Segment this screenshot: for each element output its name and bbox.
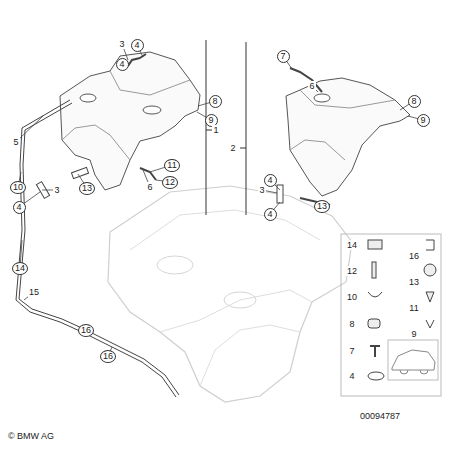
callout-number: 10	[346, 292, 358, 302]
tank-opening	[157, 256, 193, 274]
callout-number: 14	[15, 264, 25, 273]
car-thumbnail-frame	[388, 340, 438, 380]
callout-number: 9	[420, 116, 425, 125]
vent-hose	[290, 68, 322, 92]
callout-circle: 13	[314, 200, 330, 213]
callout-number: 5	[12, 137, 19, 147]
callout-circle: 10	[10, 181, 26, 194]
callout-number: 6	[146, 182, 153, 192]
fuel-tank	[108, 186, 352, 402]
callout-number: 10	[13, 183, 23, 192]
callout-circle: 9	[417, 114, 430, 127]
saddle-tank-left	[60, 52, 200, 190]
callout-circle: 8	[408, 95, 421, 108]
fuel-line	[16, 100, 176, 397]
callout-circle: 8	[209, 95, 222, 108]
parts-grid-frame	[341, 234, 441, 396]
callout-number: 12	[165, 178, 175, 187]
callout-number: 8	[212, 97, 217, 106]
callout-number: 8	[411, 97, 416, 106]
tank-opening	[224, 292, 256, 308]
vent-hose	[128, 54, 146, 66]
copyright-note: © BMW AG	[7, 431, 55, 441]
callout-circle: 13	[79, 182, 95, 195]
callout-number: 7	[280, 52, 285, 61]
callout-number: 4	[16, 203, 21, 212]
callout-number: 7	[348, 346, 355, 356]
group-bracket	[206, 40, 212, 215]
callout-number: 12	[346, 266, 358, 276]
callout-number: 8	[348, 319, 355, 329]
copyright-note: 00094787	[359, 411, 401, 421]
saddle-tank-edge	[290, 90, 395, 160]
callout-number: 4	[119, 60, 124, 69]
callout-number: 15	[28, 287, 40, 297]
callout-number: 4	[348, 371, 355, 381]
fuel-line	[19, 103, 179, 395]
callout-number: 6	[308, 81, 315, 91]
tank-opening	[80, 94, 96, 102]
callout-number: 13	[317, 202, 327, 211]
leader-line	[16, 115, 44, 142]
callout-circle: 4	[264, 208, 277, 221]
callout-number: 3	[118, 39, 125, 49]
callout-number: 3	[53, 185, 60, 195]
callout-circle: 11	[164, 159, 179, 172]
callout-number: 9	[208, 116, 213, 125]
callout-number: 16	[103, 352, 113, 361]
callout-circle: 4	[131, 39, 144, 52]
callout-number: 1	[212, 125, 219, 135]
tank-opening	[143, 106, 161, 114]
callout-number: 3	[258, 185, 265, 195]
callout-number: 16	[81, 326, 91, 335]
callout-number: 11	[408, 303, 419, 313]
callout-number: 9	[410, 329, 417, 339]
car-thumbnail	[392, 350, 435, 374]
saddle-tank-edge	[62, 71, 190, 160]
callout-circle: 4	[13, 201, 26, 214]
fuel-tank-detail	[130, 210, 320, 386]
callout-number: 2	[229, 143, 236, 153]
callout-circle: 14	[12, 262, 28, 275]
callout-circle: 4	[116, 58, 129, 71]
callout-number: 16	[408, 251, 420, 261]
elbow-connector	[140, 168, 156, 180]
group-bracket	[240, 42, 246, 215]
callout-number: 14	[346, 240, 358, 250]
callout-circle: 16	[100, 350, 116, 363]
tank-opening	[314, 94, 330, 102]
callout-number: 11	[167, 161, 176, 170]
callout-circle: 12	[162, 176, 178, 189]
callout-number: 4	[267, 210, 272, 219]
callout-number: 4	[134, 41, 139, 50]
small-part-icons	[368, 240, 436, 380]
callout-number: 13	[82, 184, 92, 193]
callout-circle: 7	[277, 50, 290, 63]
saddle-tank-right	[286, 78, 410, 196]
callout-number: 13	[408, 277, 420, 287]
callout-circle: 16	[78, 324, 94, 337]
callout-number: 4	[267, 176, 272, 185]
